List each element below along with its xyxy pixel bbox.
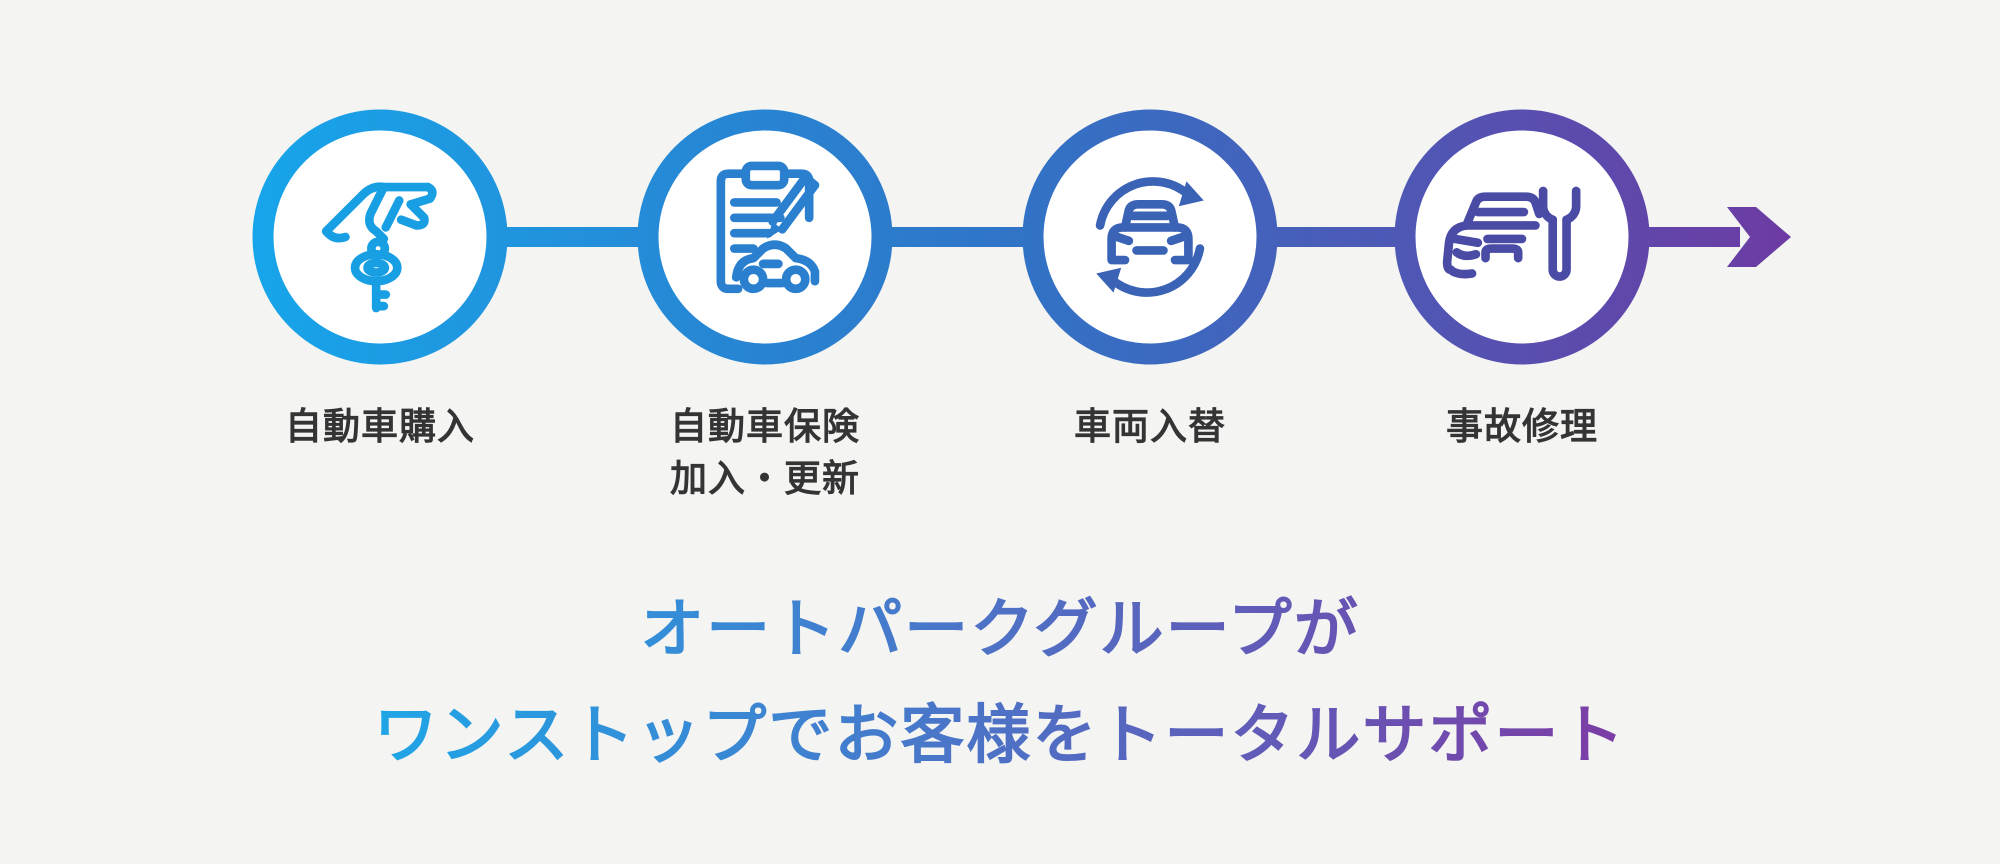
step-label-car-insurance: 自動車保険 加入・更新 <box>605 401 925 505</box>
step-label-line: 自動車保険 <box>670 406 860 447</box>
headline: オートパークグループが ワンストップでお客様をトータルサポート <box>0 576 2000 788</box>
step-label-line: 加入・更新 <box>670 458 860 499</box>
connector-line-1 <box>495 227 650 247</box>
headline-line-1: オートパークグループが <box>640 593 1360 665</box>
headline-line-2: ワンストップでお客様をトータルサポート <box>373 699 1627 771</box>
car-exchange-arrows-icon <box>1095 177 1205 297</box>
step-label-car-purchase: 自動車購入 <box>220 401 540 453</box>
hand-holding-car-key-icon <box>321 182 437 313</box>
connector-line-2 <box>880 227 1035 247</box>
step-circle-3 <box>1022 109 1278 365</box>
connector-line-3 <box>1265 227 1405 247</box>
step-label-line: 車両入替 <box>1074 406 1226 447</box>
step-label-accident-repair: 事故修理 <box>1362 401 1682 453</box>
step-label-line: 事故修理 <box>1446 406 1598 447</box>
flow-graphic <box>252 109 1791 365</box>
car-wrench-repair-icon <box>1442 186 1581 281</box>
flow-arrow-right-icon <box>1645 207 1791 267</box>
step-label-vehicle-replacement: 車両入替 <box>990 401 1310 453</box>
insurance-clipboard-pencil-car-icon <box>716 161 820 294</box>
step-label-line: 自動車購入 <box>285 406 475 447</box>
